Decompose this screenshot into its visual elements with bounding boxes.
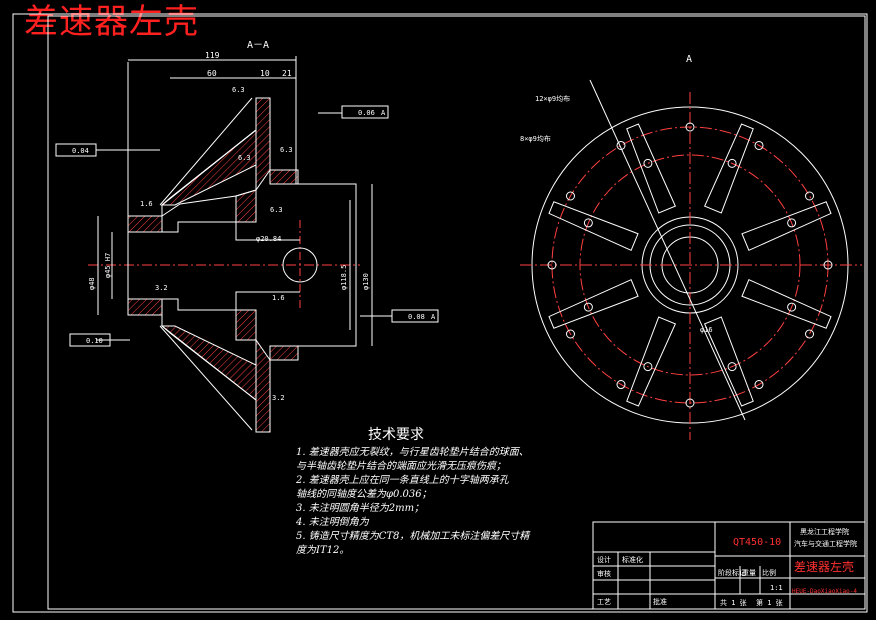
bolt-hole-inner bbox=[583, 218, 593, 228]
section-label: A－A bbox=[247, 40, 269, 51]
roughness-8: 3.2 bbox=[272, 394, 285, 402]
school-line-1: 黑龙江工程学院 bbox=[800, 527, 849, 536]
tb-standard: 标准化 bbox=[622, 555, 643, 564]
bolt-hole-inner bbox=[787, 218, 797, 228]
bolt-hole-outer bbox=[754, 380, 764, 390]
tolerance-frame-2 bbox=[55, 143, 97, 157]
datum-2: A bbox=[431, 313, 436, 321]
bolt-hole-outer bbox=[754, 140, 764, 150]
bolt-hole-inner bbox=[727, 362, 737, 372]
dim-phi-flange1: φ118.5 bbox=[340, 265, 348, 290]
hole-note-1: 12×φ9均布 bbox=[535, 94, 570, 103]
tb-process: 工艺 bbox=[597, 598, 611, 606]
tolerance-value-1: 0.06 bbox=[358, 109, 375, 117]
hole-note-2: 8×φ9均布 bbox=[520, 134, 551, 143]
bolt-hole-outer bbox=[685, 398, 695, 408]
dim-phi-bore: φ45 H7 bbox=[104, 253, 112, 278]
tb-scale: 比例 bbox=[762, 568, 776, 577]
bolt-hole-inner bbox=[643, 362, 653, 372]
tech-requirement-line: 4. 未注明倒角为 bbox=[296, 517, 369, 528]
bolt-hole-outer bbox=[685, 122, 695, 132]
title-block bbox=[592, 521, 866, 610]
tech-requirement-line: 5. 铸造尺寸精度为CT8，机械加工未标注偏差尺寸精 bbox=[296, 531, 530, 542]
inner-frame bbox=[47, 15, 866, 610]
view-label: A bbox=[686, 54, 692, 65]
bolt-hole-outer bbox=[805, 329, 815, 339]
dim-phi-small: φ16 bbox=[700, 326, 713, 334]
bolt-hole-inner bbox=[583, 302, 593, 312]
tb-approve: 批准 bbox=[653, 597, 667, 606]
tolerance-frame-3 bbox=[69, 333, 111, 347]
tb-sheet-no: 第 1 张 bbox=[756, 598, 783, 607]
section-view bbox=[88, 56, 392, 433]
bolt-hole-outer bbox=[565, 191, 575, 201]
spoke bbox=[626, 316, 677, 407]
bolt-hole-outer bbox=[547, 260, 557, 270]
tb-weight: 重量 bbox=[742, 569, 756, 577]
tech-requirement-line: 轴线的同轴度公差为φ0.036； bbox=[296, 489, 432, 500]
spoke bbox=[741, 201, 832, 252]
dim-60: 60 bbox=[207, 69, 217, 78]
spokes bbox=[548, 123, 832, 407]
tech-requirement-line: 3. 未注明圆角半径为2mm； bbox=[296, 503, 425, 514]
bolt-hole-inner bbox=[727, 158, 737, 168]
roughness-4: 1.6 bbox=[140, 200, 153, 208]
roughness-6: 3.2 bbox=[155, 284, 168, 292]
tb-review: 审核 bbox=[597, 569, 611, 578]
datum-1: A bbox=[381, 109, 386, 117]
tb-stage: 阶段标记 bbox=[718, 568, 746, 577]
bolt-hole-outer bbox=[616, 140, 626, 150]
bolt-hole-outer bbox=[616, 380, 626, 390]
material: QT450-10 bbox=[733, 537, 781, 548]
bolt-hole-outer bbox=[823, 260, 833, 270]
tb-scale-value: 1:1 bbox=[770, 584, 783, 592]
bolt-hole-outer bbox=[565, 329, 575, 339]
roughness-1: 6.3 bbox=[232, 86, 245, 94]
tolerance-value-3: 0.10 bbox=[86, 337, 103, 345]
spoke bbox=[548, 201, 639, 252]
bolt-hole-inner bbox=[787, 302, 797, 312]
spoke bbox=[626, 123, 677, 214]
tolerance-value-4: 0.08 bbox=[408, 313, 425, 321]
part-name: 差速器左壳 bbox=[794, 559, 854, 574]
bolt-hole-outer bbox=[805, 191, 815, 201]
front-view bbox=[520, 79, 862, 440]
tolerance-frame-1 bbox=[341, 105, 389, 119]
tb-code: HEUE-DaoXiaoXiao-4 bbox=[792, 588, 857, 595]
dim-phi-cross: φ20.84 bbox=[256, 235, 281, 243]
tech-requirement-line: 度为IT12。 bbox=[296, 545, 350, 556]
drawing-title: 差速器左壳 bbox=[24, 2, 199, 42]
outer-frame bbox=[12, 13, 868, 613]
tech-requirements-heading: 技术要求 bbox=[368, 427, 424, 443]
dim-21: 21 bbox=[282, 69, 292, 78]
bolt-hole-inner bbox=[643, 158, 653, 168]
roughness-5: 6.3 bbox=[270, 206, 283, 214]
tb-design: 设计 bbox=[597, 555, 611, 564]
tech-requirement-line: 与半轴齿轮垫片结合的端面应光滑无压痕伤痕； bbox=[296, 461, 506, 472]
dim-phi48: φ48 bbox=[88, 277, 96, 290]
tech-requirement-line: 2. 差速器壳上应在同一条直线上的十字轴两承孔 bbox=[296, 475, 509, 486]
tb-sheets: 共 1 张 bbox=[720, 598, 747, 607]
spoke bbox=[548, 278, 639, 329]
school-line-2: 汽车与交通工程学院 bbox=[794, 539, 857, 548]
tech-requirement-line: 1. 差速器壳应无裂纹，与行星齿轮垫片结合的球面、 bbox=[296, 447, 529, 458]
bolt-holes bbox=[547, 122, 833, 408]
spoke bbox=[741, 278, 832, 329]
spoke bbox=[703, 123, 754, 214]
spoke bbox=[703, 316, 754, 407]
dim-phi-flange2: φ130 bbox=[362, 273, 370, 290]
tolerance-frame-4 bbox=[391, 309, 439, 323]
roughness-7: 1.6 bbox=[272, 294, 285, 302]
dim-overall: 119 bbox=[205, 51, 220, 60]
dim-10: 10 bbox=[260, 69, 270, 78]
tolerance-value-2: 0.04 bbox=[72, 147, 89, 155]
roughness-3: 6.3 bbox=[238, 154, 251, 162]
roughness-2: 6.3 bbox=[280, 146, 293, 154]
